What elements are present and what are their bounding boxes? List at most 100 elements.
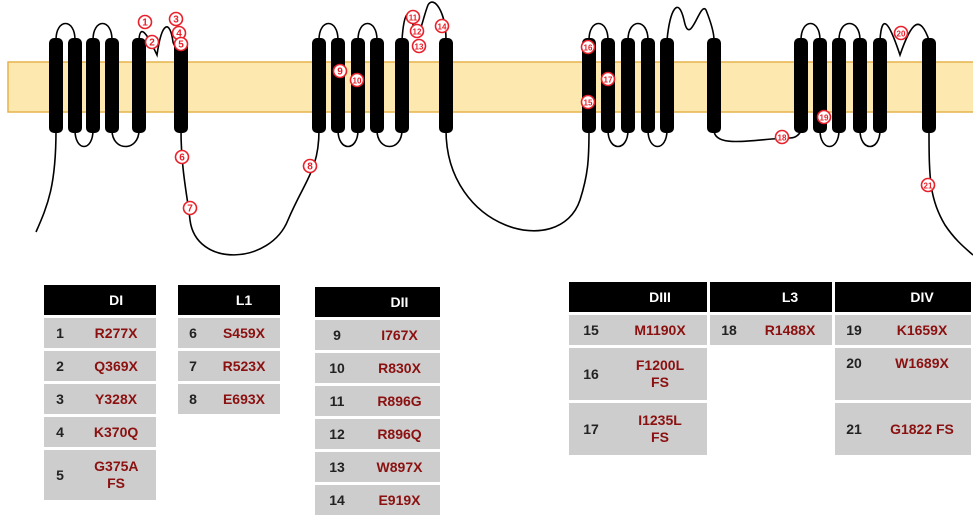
backbone-segment (180, 129, 320, 256)
table-row: 17 I1235L FS 21 G1822 FS (569, 400, 971, 455)
mutation-marker-6: 6 (174, 149, 190, 165)
svg-text:14: 14 (438, 23, 447, 32)
svg-text:13: 13 (415, 43, 424, 52)
transmembrane-helix (49, 38, 63, 133)
backbone-segment (838, 22, 861, 41)
transmembrane-helix (660, 38, 674, 133)
transmembrane-helix (813, 38, 827, 133)
backbone-segment (819, 129, 840, 148)
backbone-segment (928, 129, 973, 256)
svg-text:1: 1 (142, 18, 148, 29)
svg-text:7: 7 (187, 204, 193, 215)
backbone-segment (92, 22, 113, 41)
backbone-segment (55, 22, 76, 41)
mutation-marker-16: 16 (580, 39, 596, 55)
transmembrane-helix (312, 38, 326, 133)
svg-text:9: 9 (337, 67, 343, 78)
mutation-marker-8: 8 (302, 158, 318, 174)
transmembrane-helix (370, 38, 384, 133)
header-dii: DII (359, 287, 440, 319)
svg-text:21: 21 (924, 182, 933, 191)
transmembrane-helix (707, 38, 721, 133)
mutation-marker-14: 14 (434, 18, 450, 34)
svg-text:5: 5 (178, 40, 184, 51)
svg-text:17: 17 (604, 76, 613, 85)
header-l3: L3 (748, 282, 832, 314)
svg-text:18: 18 (778, 134, 787, 143)
svg-text:19: 19 (820, 114, 829, 123)
transmembrane-helix (922, 38, 936, 133)
header-div: DIV (873, 282, 971, 314)
backbone-segment (74, 129, 94, 148)
mutation-marker-12: 12 (409, 23, 425, 39)
transmembrane-helix (105, 38, 119, 133)
transmembrane-helix (395, 38, 409, 133)
transmembrane-helix (621, 38, 635, 133)
transmembrane-helix (641, 38, 655, 133)
mutation-marker-21: 21 (920, 177, 936, 193)
transmembrane-helix (86, 38, 100, 133)
backbone-segment (607, 129, 629, 148)
backbone-segment (445, 129, 590, 232)
backbone-segment (376, 129, 403, 148)
backbone-segment (588, 22, 609, 41)
mutation-marker-17: 17 (600, 71, 616, 87)
mutation-marker-15: 15 (580, 94, 596, 110)
svg-text:16: 16 (584, 44, 593, 53)
svg-text:2: 2 (149, 38, 155, 49)
mutation-marker-18: 18 (774, 129, 790, 145)
table-row: 15 M1190X 18 R1488X 19 K1659X (569, 312, 971, 347)
backbone-segment (859, 129, 881, 148)
table-diii-l3-div: DIII L3 DIV 15 M1190X 18 R1488X 19 K1659… (569, 282, 971, 455)
backbone-segment (337, 129, 359, 148)
header-l1: L1 (208, 285, 280, 317)
mutation-marker-9: 9 (332, 63, 348, 79)
header-blank (44, 285, 77, 317)
mutation-marker-11: 11 (405, 9, 421, 25)
header-blank (178, 285, 208, 317)
mutation-marker-2: 2 (144, 34, 160, 50)
backbone-segment (111, 129, 140, 148)
transmembrane-helix (832, 38, 846, 133)
svg-text:15: 15 (584, 99, 593, 108)
membrane (7, 61, 973, 113)
backbone-segment (666, 6, 715, 41)
transmembrane-helix (582, 38, 596, 133)
header-blank (710, 282, 748, 314)
svg-text:8: 8 (307, 162, 313, 173)
backbone-segment (318, 22, 339, 41)
header-blank (569, 282, 613, 314)
svg-text:11: 11 (409, 14, 418, 23)
backbone-segment (879, 23, 930, 58)
svg-text:10: 10 (353, 77, 362, 86)
mutation-marker-19: 19 (816, 109, 832, 125)
transmembrane-helix (794, 38, 808, 133)
transmembrane-helix (853, 38, 867, 133)
svg-text:20: 20 (897, 30, 906, 39)
svg-text:4: 4 (176, 29, 182, 40)
transmembrane-helix (174, 38, 188, 133)
table-row: 16 F1200L FS 20 W1689X (569, 345, 971, 402)
header-diii: DIII (613, 282, 707, 314)
mutation-marker-13: 13 (411, 38, 427, 54)
backbone-segment (800, 22, 821, 41)
transmembrane-helix (68, 38, 82, 133)
header-blank (835, 282, 873, 314)
